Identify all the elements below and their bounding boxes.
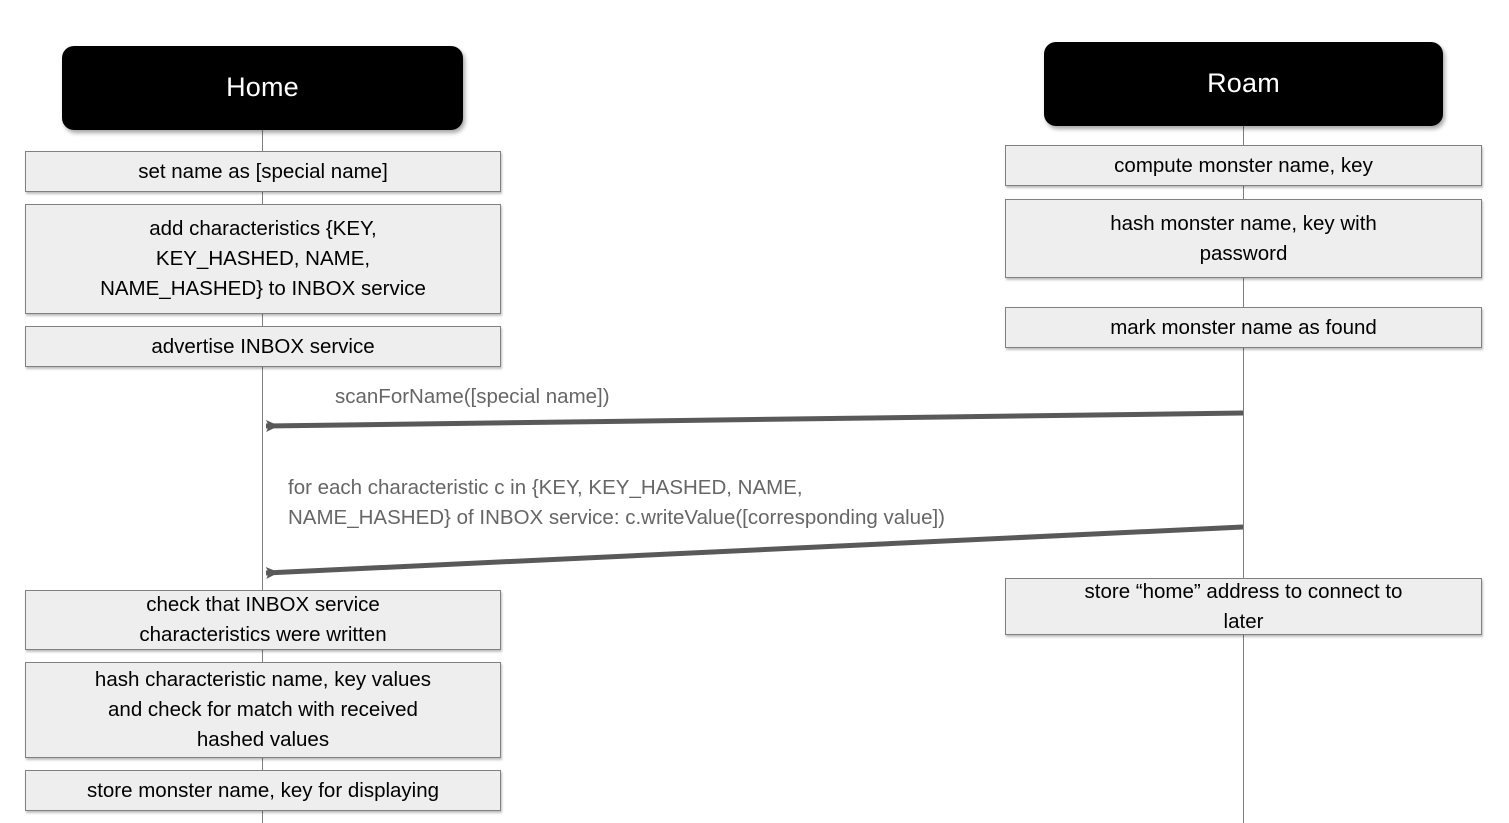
message-label-scan-for-name: scanForName([special name]) bbox=[335, 385, 610, 408]
action-box-roam-hash-with-password[interactable]: hash monster name, key with password bbox=[1005, 199, 1482, 278]
actor-header-roam[interactable]: Roam bbox=[1044, 42, 1443, 126]
action-box-home-set-name[interactable]: set name as [special name] bbox=[25, 151, 501, 192]
action-box-home-check-characteristics[interactable]: check that INBOX service characteristics… bbox=[25, 590, 501, 650]
action-box-home-store-monster-name[interactable]: store monster name, key for displaying bbox=[25, 770, 501, 811]
action-label: store monster name, key for displaying bbox=[86, 778, 440, 802]
action-label: advertise INBOX service bbox=[151, 334, 375, 358]
action-label: set name as [special name] bbox=[138, 159, 388, 183]
actor-label-home: Home bbox=[226, 72, 299, 103]
action-label: check that INBOX service characteristics… bbox=[139, 593, 387, 646]
action-label: add characteristics {KEY, KEY_HASHED, NA… bbox=[100, 217, 426, 300]
message-arrow-write-characteristics[interactable] bbox=[265, 524, 1244, 579]
action-label: hash characteristic name, key values and… bbox=[94, 668, 432, 751]
action-label: store “home” address to connect to later bbox=[1084, 579, 1403, 633]
lifeline-roam bbox=[1243, 126, 1244, 823]
lifeline-home bbox=[262, 130, 263, 823]
message-label-write-characteristics: for each characteristic c in {KEY, KEY_H… bbox=[288, 476, 946, 529]
action-box-home-hash-and-match[interactable]: hash characteristic name, key values and… bbox=[25, 662, 501, 758]
actor-label-roam: Roam bbox=[1207, 68, 1280, 99]
action-box-roam-store-home-address[interactable]: store “home” address to connect to later bbox=[1005, 578, 1482, 635]
action-label: mark monster name as found bbox=[1110, 315, 1377, 339]
action-box-home-advertise-inbox[interactable]: advertise INBOX service bbox=[25, 326, 501, 367]
action-label: hash monster name, key with password bbox=[1110, 211, 1377, 265]
message-arrow-scan-for-name[interactable] bbox=[265, 410, 1244, 432]
action-box-roam-compute-name-key[interactable]: compute monster name, key bbox=[1005, 145, 1482, 186]
action-box-roam-mark-found[interactable]: mark monster name as found bbox=[1005, 307, 1482, 348]
action-box-home-add-characteristics[interactable]: add characteristics {KEY, KEY_HASHED, NA… bbox=[25, 204, 501, 314]
action-label: compute monster name, key bbox=[1114, 153, 1373, 177]
actor-header-home[interactable]: Home bbox=[62, 46, 463, 130]
